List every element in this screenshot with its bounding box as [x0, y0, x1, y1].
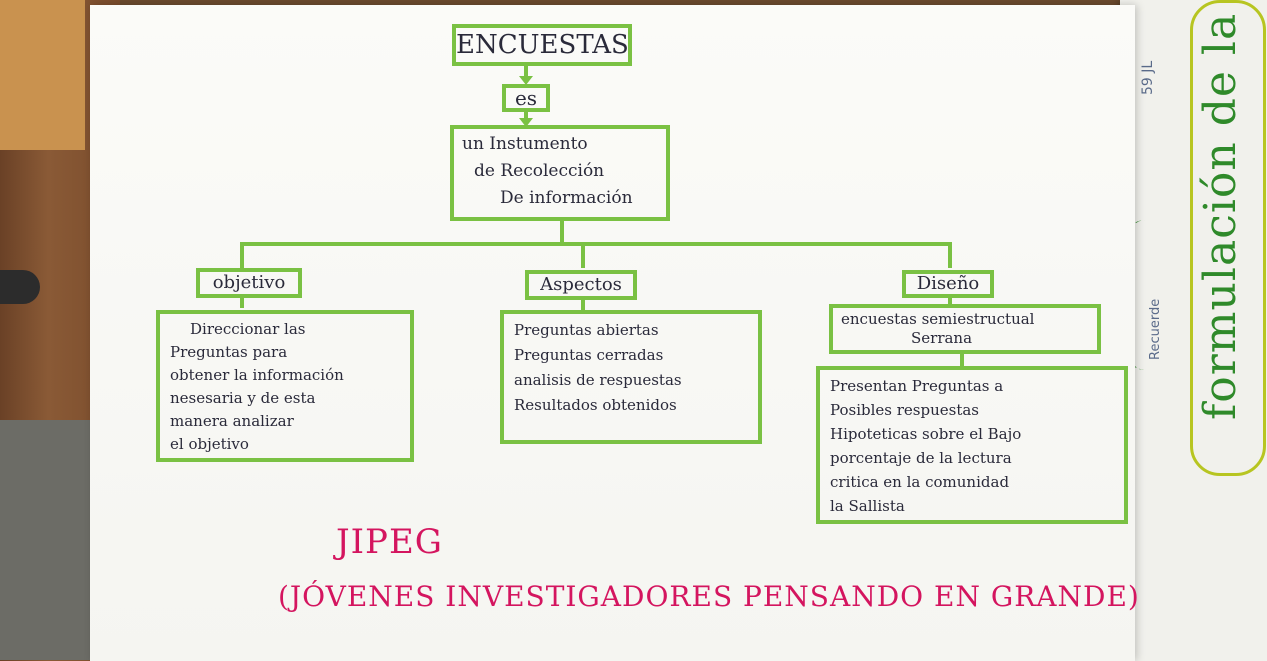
definition-line: de Recolección: [474, 161, 605, 181]
background-poster: [1120, 0, 1267, 661]
connector-line: [240, 296, 244, 308]
branch-line-text: la Sallista: [830, 497, 905, 515]
poster-title: formulación de la Propuesta: [1195, 0, 1246, 420]
main-poster: [90, 5, 1135, 661]
branch-label-box: Diseño: [902, 270, 994, 298]
branch-content-box: Direccionar las Preguntas para obtener l…: [156, 310, 414, 462]
definition-box: un Instumento de Recolección De informac…: [450, 125, 670, 221]
connector-line: [524, 64, 528, 80]
branch-line-text: Hipoteticas sobre el Bajo: [830, 425, 1022, 443]
connector-line: [581, 242, 585, 268]
connector-line: [581, 298, 585, 310]
branch-line-text: Preguntas cerradas: [514, 346, 664, 364]
branch-line-text: manera analizar: [170, 412, 294, 430]
footer-subtitle: (JÓVENES INVESTIGADORES PENSANDO EN GRAN…: [278, 580, 1140, 613]
connector-arrow: [519, 76, 533, 85]
connector-label: es: [514, 86, 538, 110]
connector-line: [948, 296, 952, 306]
root-label: ENCUESTAS: [456, 30, 629, 60]
chair-knob: [0, 270, 40, 304]
branch-label: Aspectos: [540, 274, 622, 295]
table-edge: [0, 0, 85, 150]
connector-box: es: [502, 84, 550, 112]
branch-label-box: Aspectos: [525, 270, 637, 300]
branch-content-box: Preguntas abiertas Preguntas cerradas an…: [500, 310, 762, 444]
root-box: ENCUESTAS: [452, 24, 632, 66]
definition-line: un Instumento: [462, 134, 588, 154]
connector-line: [948, 242, 952, 268]
branch-line-text: Direccionar las: [190, 320, 306, 338]
connector-line: [960, 352, 964, 366]
branch-line-text: Presentan Preguntas a: [830, 377, 1004, 395]
branch-sublabel-text: Serrana: [911, 329, 973, 347]
branch-sublabel-box: encuestas semiestructual Serrana: [829, 304, 1101, 354]
connector-line: [524, 110, 528, 122]
branch-sublabel-text: encuestas semiestructual: [841, 310, 1035, 328]
branch-label: Diseño: [916, 273, 980, 294]
connector-arrow: [519, 118, 533, 127]
branch-line-text: Posibles respuestas: [830, 401, 980, 419]
footer-title: JIPEG: [336, 522, 443, 562]
branch-line-text: critica en la comunidad: [830, 473, 1010, 491]
connector-line: [560, 219, 564, 244]
connector-line: [240, 242, 244, 268]
branch-label-box: objetivo: [196, 268, 302, 298]
definition-line: De información: [500, 188, 633, 208]
branch-line-text: Resultados obtenidos: [514, 396, 677, 414]
floor-shadow: [0, 420, 90, 660]
poster-small-text-mid: Recuerde: [1148, 298, 1163, 360]
branch-line: [240, 242, 952, 246]
branch-line-text: el objetivo: [170, 435, 249, 453]
branch-label: objetivo: [212, 272, 286, 293]
poster-small-text: 59 JL: [1140, 60, 1156, 95]
branch-line-text: obtener la información: [170, 366, 344, 384]
poster-cloud-border: [1190, 0, 1266, 476]
branch-line-text: Preguntas para: [170, 343, 288, 361]
branch-line-text: Preguntas abiertas: [514, 321, 659, 339]
branch-line-text: nesesaria y de esta: [170, 389, 316, 407]
branch-content-box: Presentan Preguntas a Posibles respuesta…: [816, 366, 1128, 524]
branch-line-text: analisis de respuestas: [514, 371, 682, 389]
branch-line-text: porcentaje de la lectura: [830, 449, 1012, 467]
